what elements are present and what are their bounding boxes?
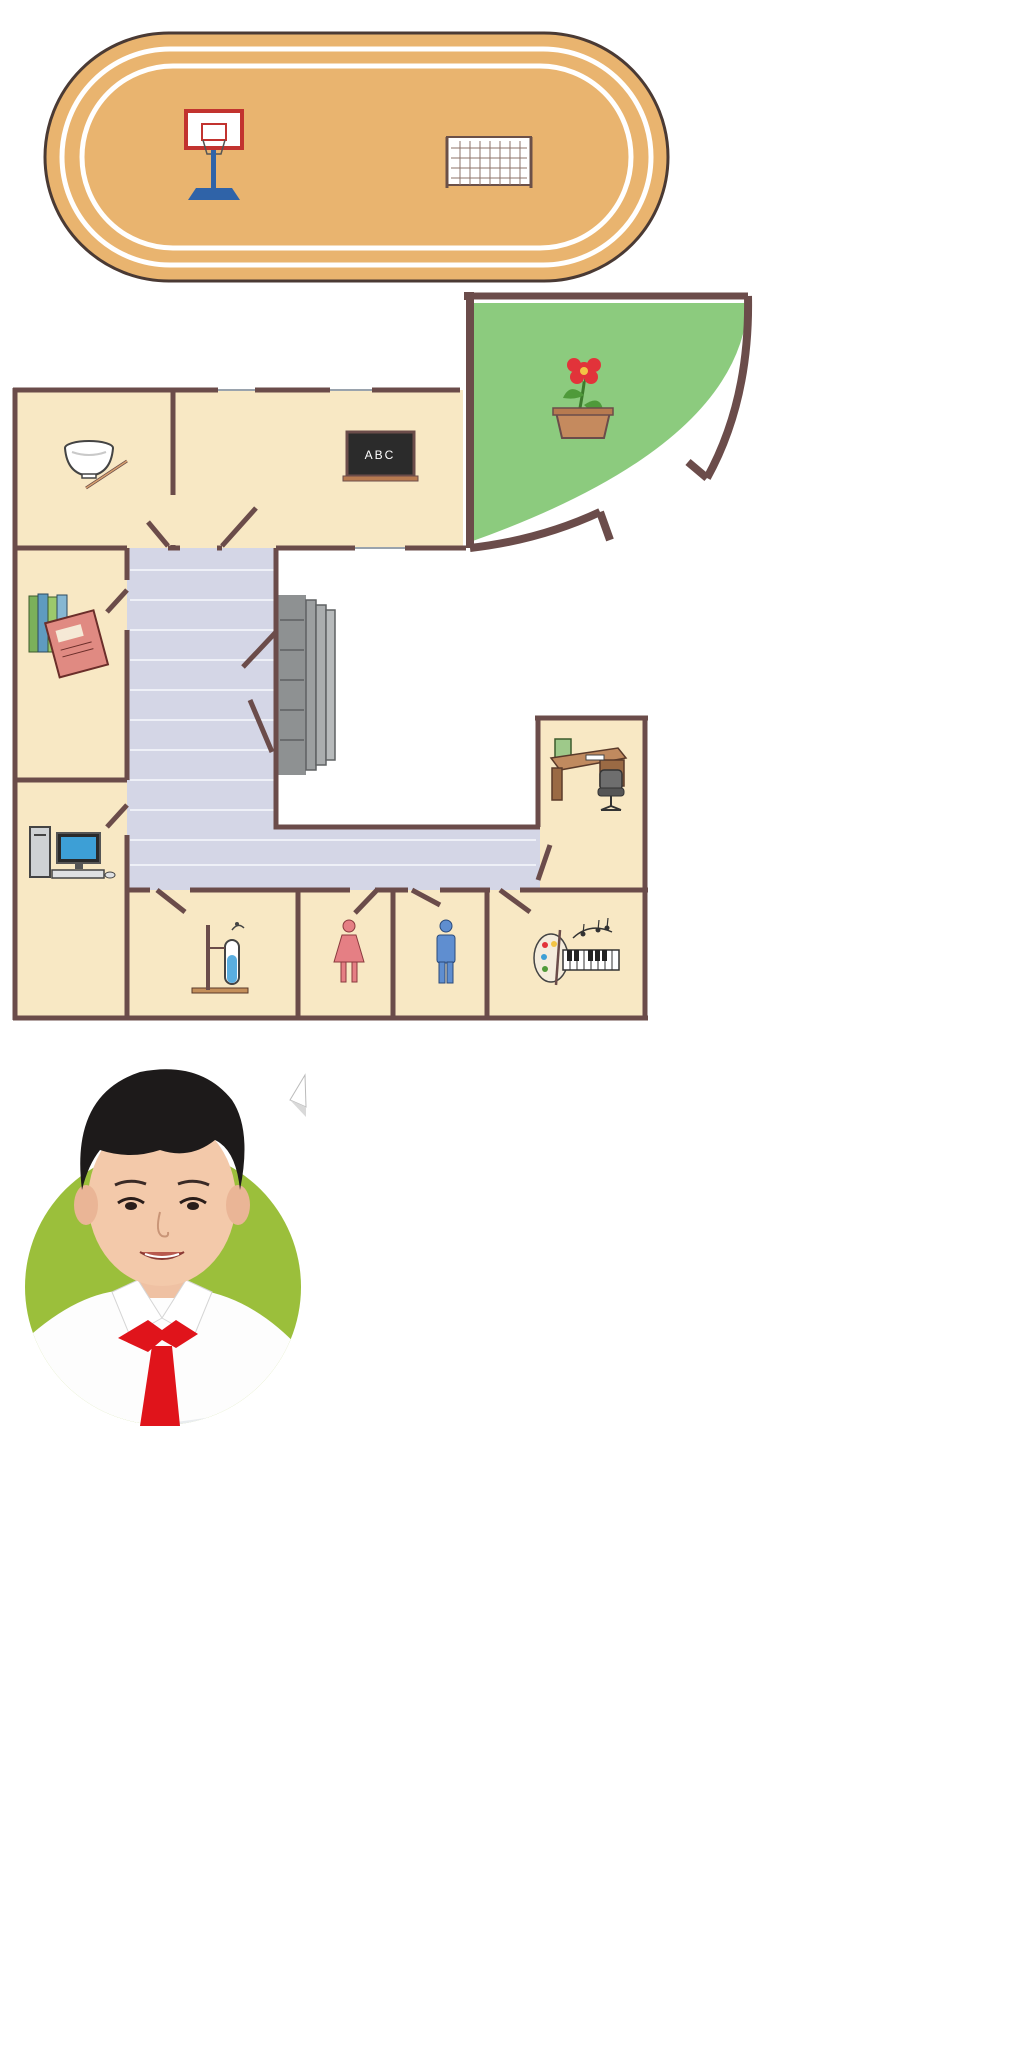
palette-piano-icon <box>533 917 620 986</box>
windows <box>218 389 405 549</box>
garden-area <box>464 292 753 552</box>
building-floorplan <box>12 387 648 1021</box>
computer-icon <box>29 826 116 879</box>
basketball-hoop-icon <box>184 109 244 200</box>
mixing-bowl-icon <box>64 440 128 490</box>
speech-bubble-icon <box>289 1073 307 1117</box>
corridor <box>127 548 540 890</box>
desk-chair-icon <box>549 738 628 811</box>
female-restroom-icon <box>333 919 365 983</box>
chalkboard-text: ABC <box>365 448 396 462</box>
staircase <box>278 595 336 775</box>
boy-avatar-icon <box>25 1069 301 1426</box>
sports-field <box>43 31 670 283</box>
books-icon <box>28 593 110 679</box>
soccer-goal-icon <box>445 136 533 188</box>
flower-pot-icon <box>552 358 614 439</box>
chalkboard-icon: ABC <box>342 430 419 482</box>
walls <box>12 387 648 1021</box>
male-restroom-icon <box>436 919 456 984</box>
lab-flask-icon <box>191 922 249 994</box>
